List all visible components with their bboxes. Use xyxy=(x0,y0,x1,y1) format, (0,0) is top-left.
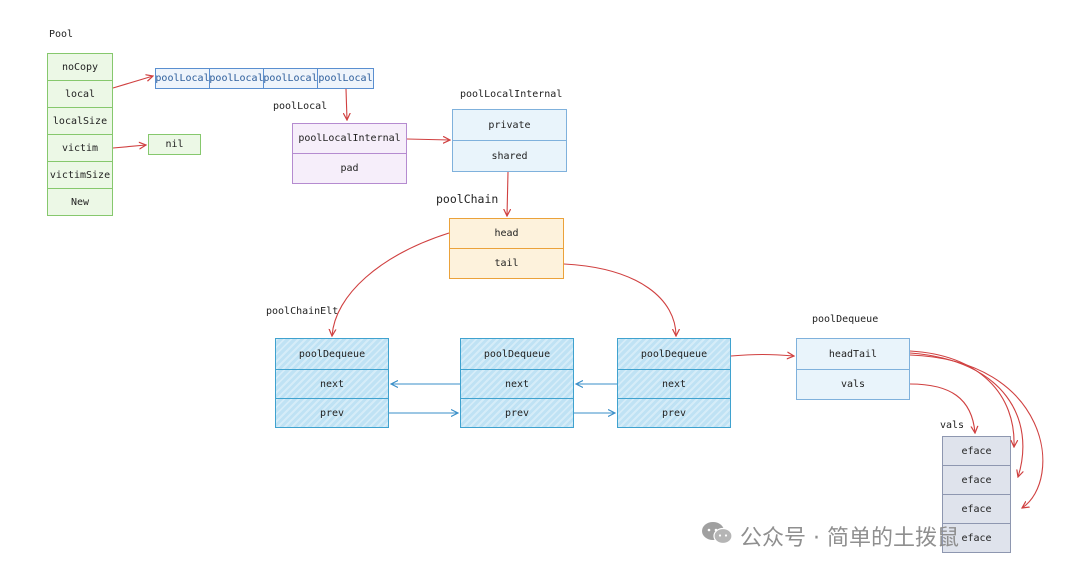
pool-local-array-item: poolLocal xyxy=(317,68,374,89)
chain-elt-field-next: next xyxy=(617,369,731,399)
chain-elt-field-prev: prev xyxy=(460,398,574,428)
pool-chain-label: poolChain xyxy=(436,192,499,206)
pool-field-localsize: localSize xyxy=(47,107,113,135)
chain-elt-field-pooldequeue: poolDequeue xyxy=(275,338,389,370)
pool-dequeue-field-vals: vals xyxy=(796,369,910,400)
pool-dequeue-field-headtail: headTail xyxy=(796,338,910,370)
pool-local-array-item: poolLocal xyxy=(155,68,210,89)
watermark-text: 公众号 · 简单的土拨鼠 xyxy=(740,526,959,551)
nil-box: nil xyxy=(148,134,201,155)
pool-field-nocopy: noCopy xyxy=(47,53,113,81)
watermark: 公众号 · 简单的土拨鼠 xyxy=(700,520,959,552)
pool-field-new: New xyxy=(47,188,113,216)
vals-item-eface: eface xyxy=(942,523,1011,553)
pool-chain-field-tail: tail xyxy=(449,248,564,279)
pool-local-field-pad: pad xyxy=(292,153,407,184)
chain-elt-field-prev: prev xyxy=(617,398,731,428)
chain-elt-field-next: next xyxy=(275,369,389,399)
pool-chain-field-head: head xyxy=(449,218,564,249)
pool-local-internal-label: poolLocalInternal xyxy=(460,89,563,100)
vals-item-eface: eface xyxy=(942,494,1011,524)
pool-label: Pool xyxy=(49,29,74,40)
pool-field-local: local xyxy=(47,80,113,108)
pool-local-array-item: poolLocal xyxy=(209,68,264,89)
pool-dequeue-label: poolDequeue xyxy=(812,314,879,325)
vals-label: vals xyxy=(940,420,965,431)
chat-bubble-icon xyxy=(700,520,734,552)
pool-local-internal-field-private: private xyxy=(452,109,567,141)
chain-elt-field-pooldequeue: poolDequeue xyxy=(460,338,574,370)
pool-local-label: poolLocal xyxy=(273,101,328,112)
pool-chain-elt-label: poolChainElt xyxy=(266,306,339,317)
chain-elt-field-next: next xyxy=(460,369,574,399)
chain-elt-field-prev: prev xyxy=(275,398,389,428)
pool-local-internal-field-shared: shared xyxy=(452,140,567,172)
